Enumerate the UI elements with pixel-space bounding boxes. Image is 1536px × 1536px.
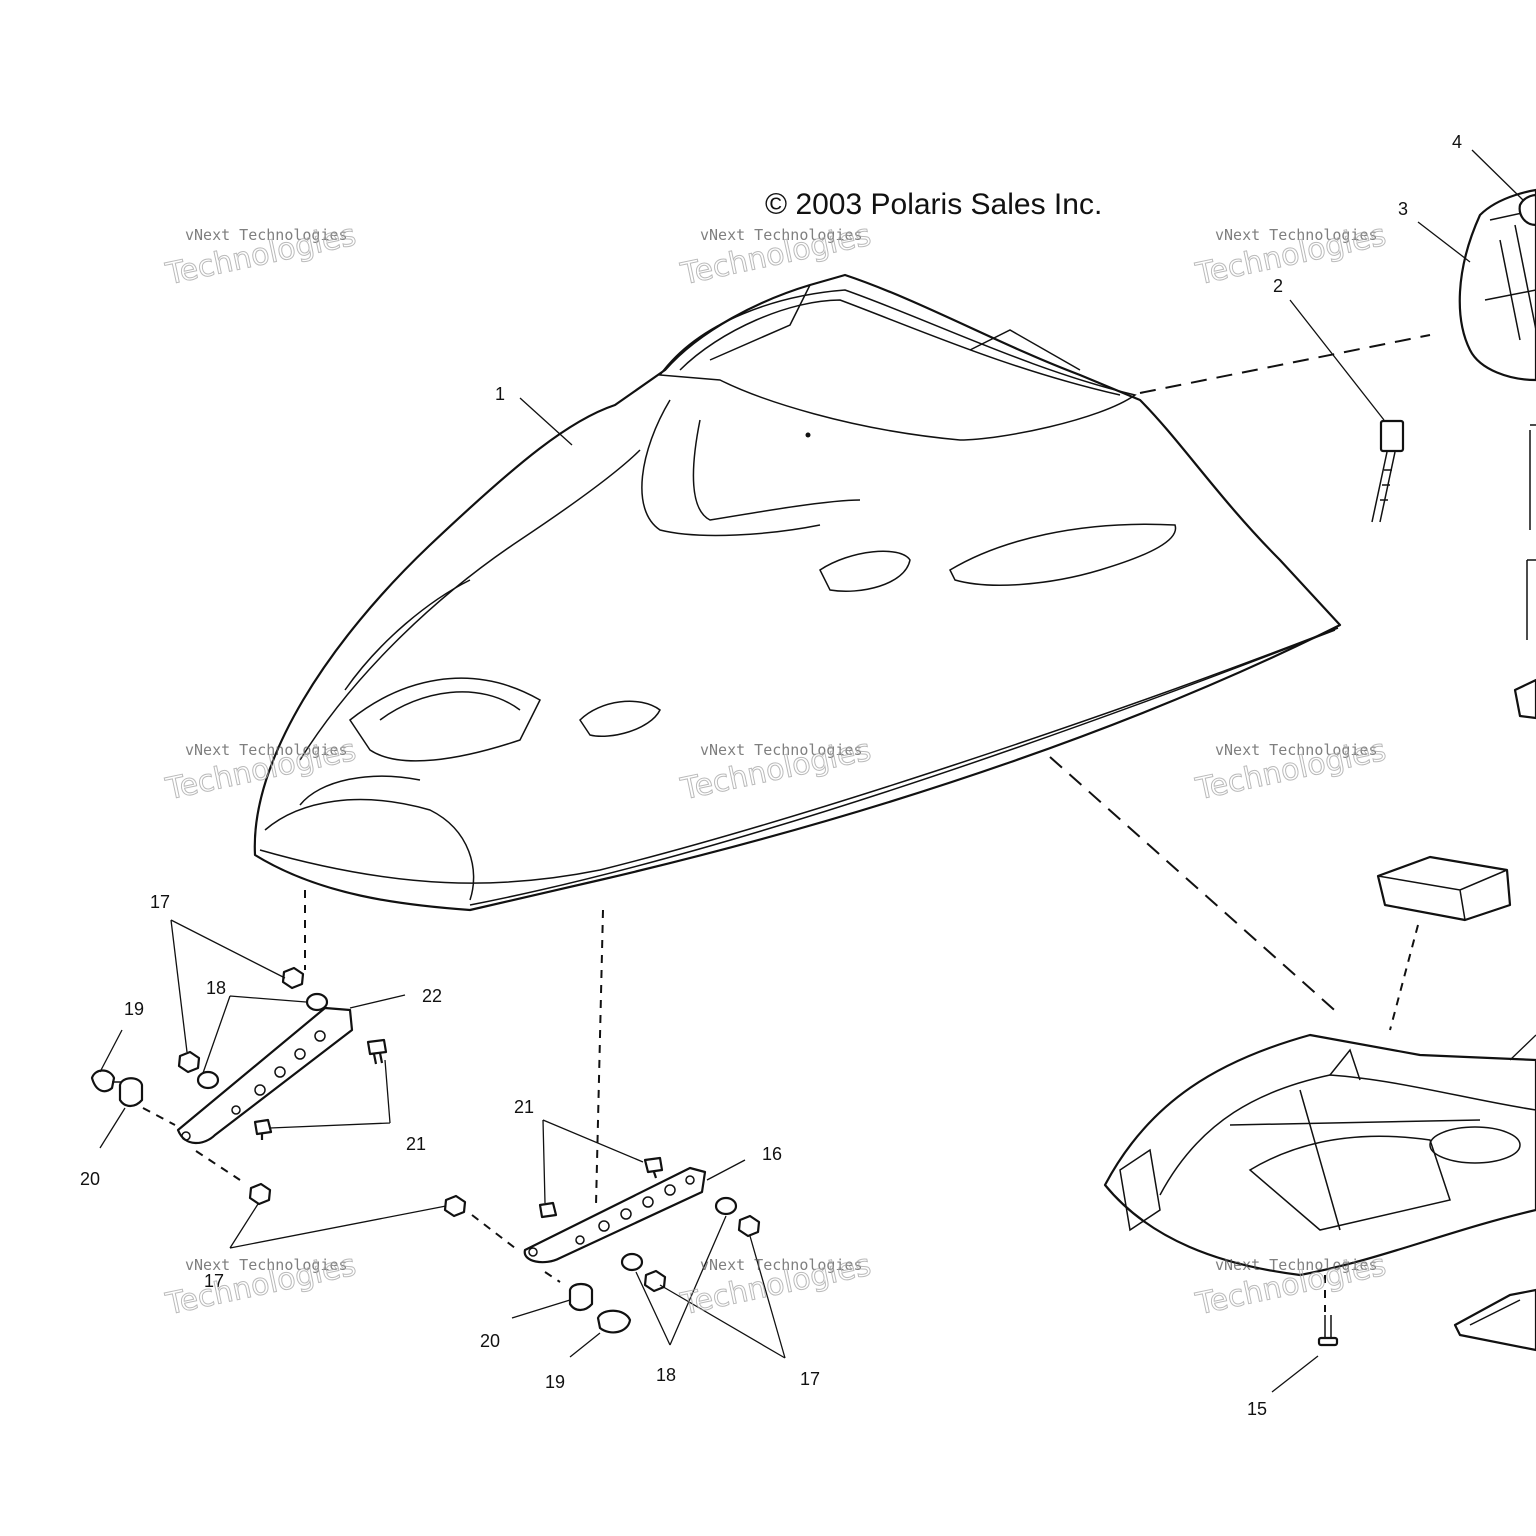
panel-lower-right: [1453, 1288, 1536, 1352]
callout-21-a: 21: [406, 1134, 426, 1154]
callout-4: 4: [1452, 132, 1462, 152]
bracket-part-22: [176, 1006, 354, 1145]
callout-3: 3: [1398, 199, 1408, 219]
leader-lines: [99, 149, 1524, 1393]
callout-16: 16: [762, 1144, 782, 1164]
callout-18-a: 18: [206, 978, 226, 998]
screw-part-15: [1317, 1315, 1339, 1347]
nut-17-d: [443, 1194, 467, 1218]
svg-text:vNext Technologies: vNext Technologies: [700, 741, 863, 759]
seat-part-3: [1458, 188, 1536, 382]
callout-22: 22: [422, 986, 442, 1006]
watermark: vNext Technologies Technologies: [1192, 1247, 1390, 1323]
svg-text:vNext Technologies: vNext Technologies: [185, 741, 348, 759]
callout-17-c: 17: [800, 1369, 820, 1389]
washer-18-a: [305, 992, 329, 1012]
assembly-lines: [142, 334, 1536, 1312]
hood-part-1: [253, 273, 1342, 912]
callout-17-a: 17: [150, 892, 170, 912]
screw-21-a: [366, 1038, 388, 1065]
grommet-20-b: [568, 1282, 594, 1312]
nut-17-b: [177, 1050, 201, 1074]
hardware-left: [90, 966, 467, 1218]
washer-18-c: [714, 1196, 738, 1216]
watermark: vNext Technologies Technologies: [677, 1247, 875, 1323]
svg-text:vNext Technologies: vNext Technologies: [1215, 741, 1378, 759]
watermark: vNext Technologies Technologies: [162, 217, 360, 293]
svg-text:vNext Technologies: vNext Technologies: [1215, 226, 1378, 244]
callout-21-b: 21: [514, 1097, 534, 1117]
svg-text:vNext Technologies: vNext Technologies: [700, 1256, 863, 1274]
nut-17-e: [737, 1214, 761, 1238]
screw-21-c: [643, 1156, 664, 1179]
right-edge-parts: [1513, 424, 1536, 720]
svg-text:vNext Technologies: vNext Technologies: [700, 226, 863, 244]
liner-tray: [1103, 1033, 1536, 1277]
foam-block: [1376, 855, 1512, 922]
hardware-right: [538, 1156, 761, 1334]
copyright-text: © 2003 Polaris Sales Inc.: [765, 188, 1102, 221]
bolt-19-b: [596, 1309, 632, 1334]
nut-17-c: [248, 1182, 272, 1206]
screw-21-b: [253, 1118, 273, 1140]
callout-15: 15: [1247, 1399, 1267, 1419]
svg-text:vNext Technologies: vNext Technologies: [185, 1256, 348, 1274]
callout-2: 2: [1273, 276, 1283, 296]
watermark: vNext Technologies Technologies: [1192, 217, 1390, 293]
screw-21-d: [538, 1201, 558, 1219]
connector-part-2: [1371, 419, 1405, 523]
nut-17-a: [281, 966, 305, 990]
watermark: vNext Technologies Technologies: [162, 1247, 360, 1323]
callout-1: 1: [495, 384, 505, 404]
grommet-20-a: [118, 1077, 144, 1108]
strap-part-4: [1518, 193, 1536, 227]
callout-19-b: 19: [545, 1372, 565, 1392]
svg-text:vNext Technologies: vNext Technologies: [1215, 1256, 1378, 1274]
callout-labels: 1 2 3 4 15 16 17 17 17 18 18 19 19 20 20…: [80, 132, 1462, 1419]
nut-17-f: [643, 1269, 667, 1293]
callout-18-b: 18: [656, 1365, 676, 1385]
watermark: vNext Technologies Technologies: [1192, 732, 1390, 808]
washer-18-b: [196, 1070, 220, 1090]
callout-19-a: 19: [124, 999, 144, 1019]
bolt-19-a: [90, 1069, 116, 1093]
callout-20-b: 20: [480, 1331, 500, 1351]
washer-18-d: [620, 1252, 644, 1272]
callout-17-b: 17: [204, 1271, 224, 1291]
callout-20-a: 20: [80, 1169, 100, 1189]
svg-text:vNext Technologies: vNext Technologies: [185, 226, 348, 244]
bracket-part-16: [523, 1166, 707, 1264]
